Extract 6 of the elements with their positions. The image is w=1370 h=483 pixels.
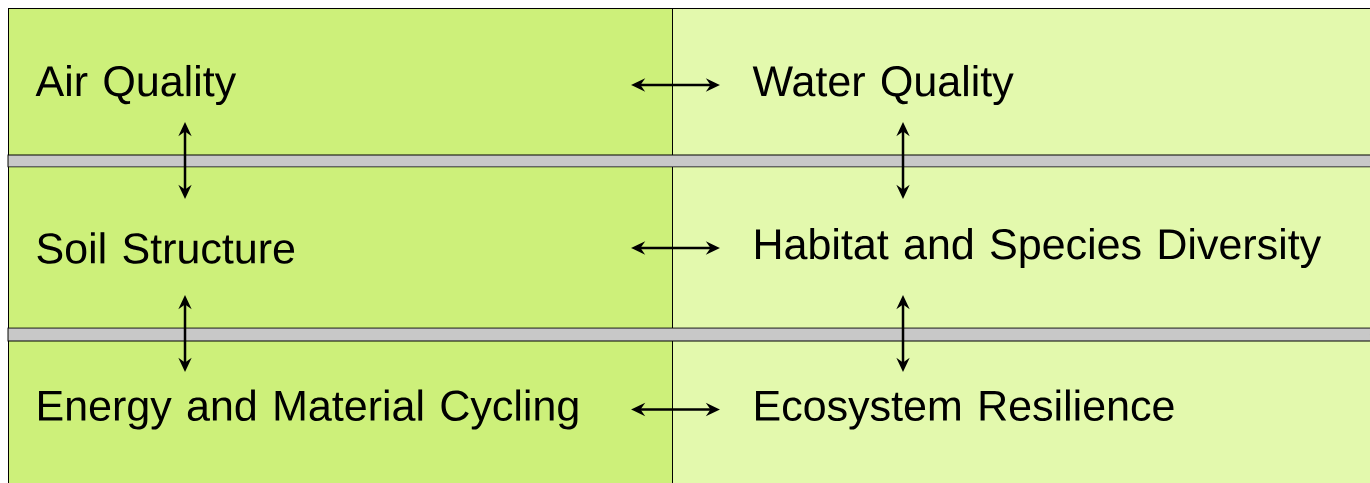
cell-box: Energy and Material Cycling — [8, 334, 673, 483]
cell-box: Ecosystem Resilience — [672, 334, 1370, 483]
cell-box: Habitat and Species Diversity — [672, 161, 1370, 335]
cell-box: Water Quality — [672, 8, 1370, 162]
cell-box: Air Quality — [8, 8, 673, 162]
cell-box: Soil Structure — [8, 161, 673, 335]
